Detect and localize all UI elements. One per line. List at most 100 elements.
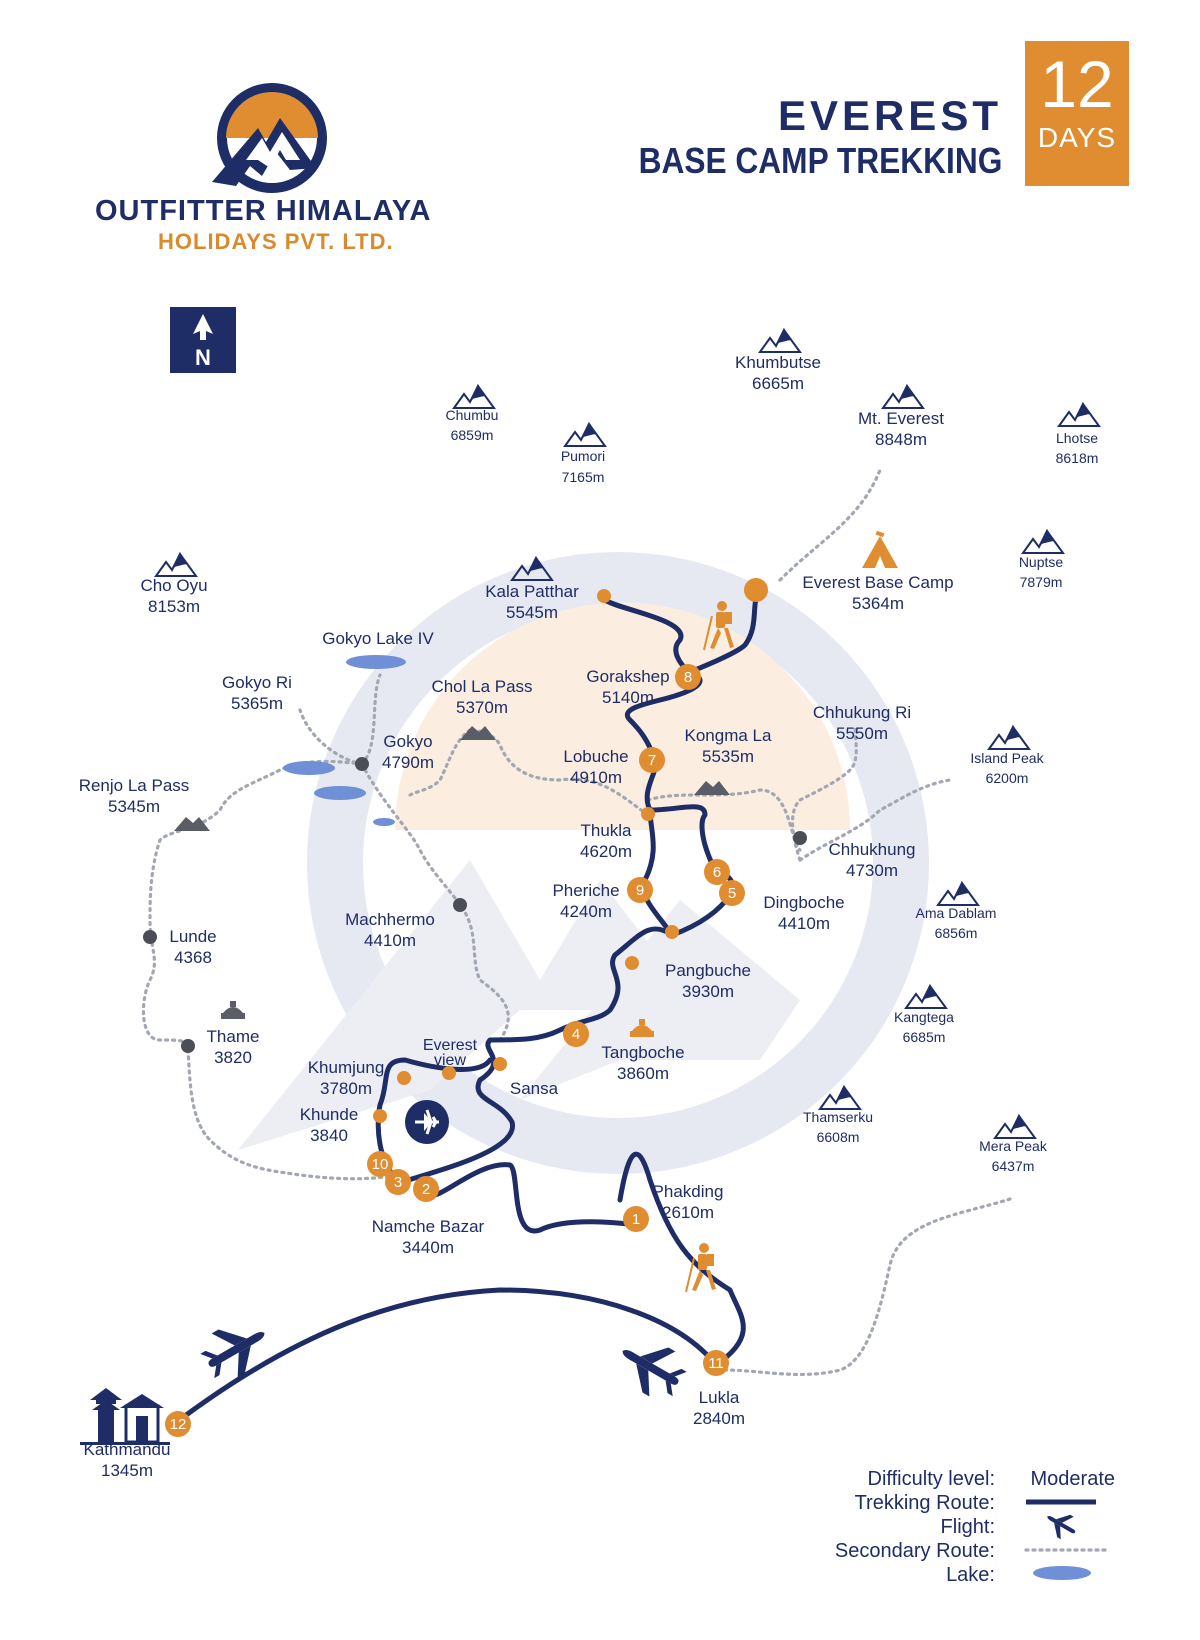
peak-name: Pumori [561, 448, 605, 464]
plane-icon [200, 1329, 265, 1379]
peak-elev: 8153m [148, 597, 200, 616]
mountain-icon [818, 1084, 862, 1110]
peak-name: Thamserku [803, 1109, 873, 1125]
day-marker-2: 2 [413, 1176, 439, 1202]
place-name: Everest Base Camp [802, 573, 953, 592]
place-elev: 5345m [108, 797, 160, 816]
peak-elev: 6685m [903, 1029, 946, 1045]
place-name: Thame [207, 1027, 260, 1046]
place-elev: 5370m [456, 698, 508, 717]
hiker-icon [703, 601, 734, 651]
brand-subtitle: HOLIDAYS PVT. LTD. [158, 229, 394, 254]
peak-name: Cho Oyu [140, 576, 207, 595]
place-name: Khunde [300, 1105, 359, 1124]
peak-elev: 5545m [506, 603, 558, 622]
mountain-icon [881, 383, 925, 409]
peak-elev: 6859m [451, 427, 494, 443]
legend-lake [1033, 1566, 1091, 1580]
place-elev: 4410m [364, 931, 416, 950]
brand-name: OUTFITTER HIMALAYA [95, 195, 432, 227]
trek-subtitle: BASE CAMP TREKKING [638, 140, 1002, 181]
mountain-icon [452, 383, 496, 409]
place-elev: 3840 [310, 1126, 348, 1145]
place-name: Khumjung [308, 1058, 385, 1077]
place-name: Lunde [169, 927, 216, 946]
day-marker-12: 12 [165, 1411, 191, 1437]
peak-elev: 6200m [986, 770, 1029, 786]
day-marker-11: 11 [703, 1350, 729, 1376]
duration-badge: 12 DAYS [1025, 41, 1129, 186]
watermark-logo [238, 552, 929, 1174]
place-elev: 5535m [702, 747, 754, 766]
mountain-icon [563, 421, 607, 447]
svg-text:2: 2 [422, 1181, 430, 1198]
place-name: Chol La Pass [431, 677, 532, 696]
trekking-route [375, 589, 763, 1368]
flight-arc [175, 1287, 719, 1424]
peak-elev: 6608m [817, 1129, 860, 1145]
place-elev: 5140m [602, 688, 654, 707]
minor-stops [373, 589, 679, 1123]
place-elev: 4620m [580, 842, 632, 861]
peak-name: Kangtega [894, 1009, 954, 1025]
peak-name: Mera Peak [979, 1138, 1048, 1154]
place-name: Gorakshep [586, 667, 669, 686]
place-name: Everest [423, 1037, 478, 1054]
legend-flight: Flight: [940, 1516, 995, 1538]
place-name: Lukla [699, 1388, 740, 1407]
place-name: Dingboche [763, 893, 844, 912]
place-elev: 3860m [617, 1064, 669, 1083]
mountain-icon [904, 983, 948, 1009]
day-marker-4: 4 [563, 1021, 589, 1047]
place-name: Gokyo [383, 732, 432, 751]
svg-text:1: 1 [632, 1211, 640, 1228]
peak-icons [154, 327, 1101, 1139]
peak-name: Mt. Everest [858, 409, 944, 428]
peak-name: Ama Dablam [916, 905, 997, 921]
place-name: Chhukhung [829, 840, 916, 859]
day-marker-8: 8 [675, 664, 701, 690]
day-marker-9: 9 [627, 877, 653, 903]
secondary-routes [141, 468, 1012, 1377]
peak-elev: 8848m [875, 430, 927, 449]
place-elev: 3930m [682, 982, 734, 1001]
day-markers: 1 2 3 4 5 6 7 8 9 10 11 12 [165, 664, 745, 1437]
peak-name: Kala Patthar [485, 582, 579, 601]
peak-name: Khumbutse [735, 353, 821, 372]
mountain-icon [1021, 528, 1065, 554]
duration-number: 12 [1040, 47, 1114, 121]
waypoints [143, 757, 807, 1053]
place-name: Machhermo [345, 910, 435, 929]
mountain-icon [936, 880, 980, 906]
peak-elev: 6665m [752, 374, 804, 393]
place-name: Gokyo Ri [222, 673, 292, 692]
svg-text:4: 4 [572, 1026, 580, 1043]
peak-elev: 7879m [1020, 574, 1063, 590]
place-name: Kathmandu [84, 1440, 171, 1459]
place-name: Renjo La Pass [79, 776, 190, 795]
plane-icon [622, 1347, 687, 1397]
legend-difficulty-label: Difficulty level: [867, 1468, 995, 1490]
place-elev: 4410m [778, 914, 830, 933]
base-camp-dot [744, 578, 768, 602]
place-elev: 2840m [693, 1409, 745, 1428]
place-elev: 4730m [846, 861, 898, 880]
legend-plane-icon [1047, 1514, 1076, 1540]
duration-unit: DAYS [1037, 122, 1117, 153]
svg-text:N: N [195, 345, 211, 370]
legend-lake: Lake: [946, 1564, 995, 1586]
place-elev: view [434, 1052, 466, 1069]
place-elev: 5364m [852, 594, 904, 613]
north-arrow: N [170, 307, 236, 373]
kongma-la-pass-icon [694, 781, 730, 795]
svg-text:5: 5 [728, 885, 736, 902]
lake-3 [373, 818, 395, 826]
temple-icon [80, 1388, 170, 1445]
mountain-icon [154, 551, 198, 577]
place-elev: 4790m [382, 753, 434, 772]
chol-la-pass-icon [460, 726, 496, 740]
legend-trekking-route: Trekking Route: [854, 1492, 995, 1514]
place-elev: 4240m [560, 902, 612, 921]
svg-text:9: 9 [636, 882, 644, 899]
mountain-icon [993, 1113, 1037, 1139]
